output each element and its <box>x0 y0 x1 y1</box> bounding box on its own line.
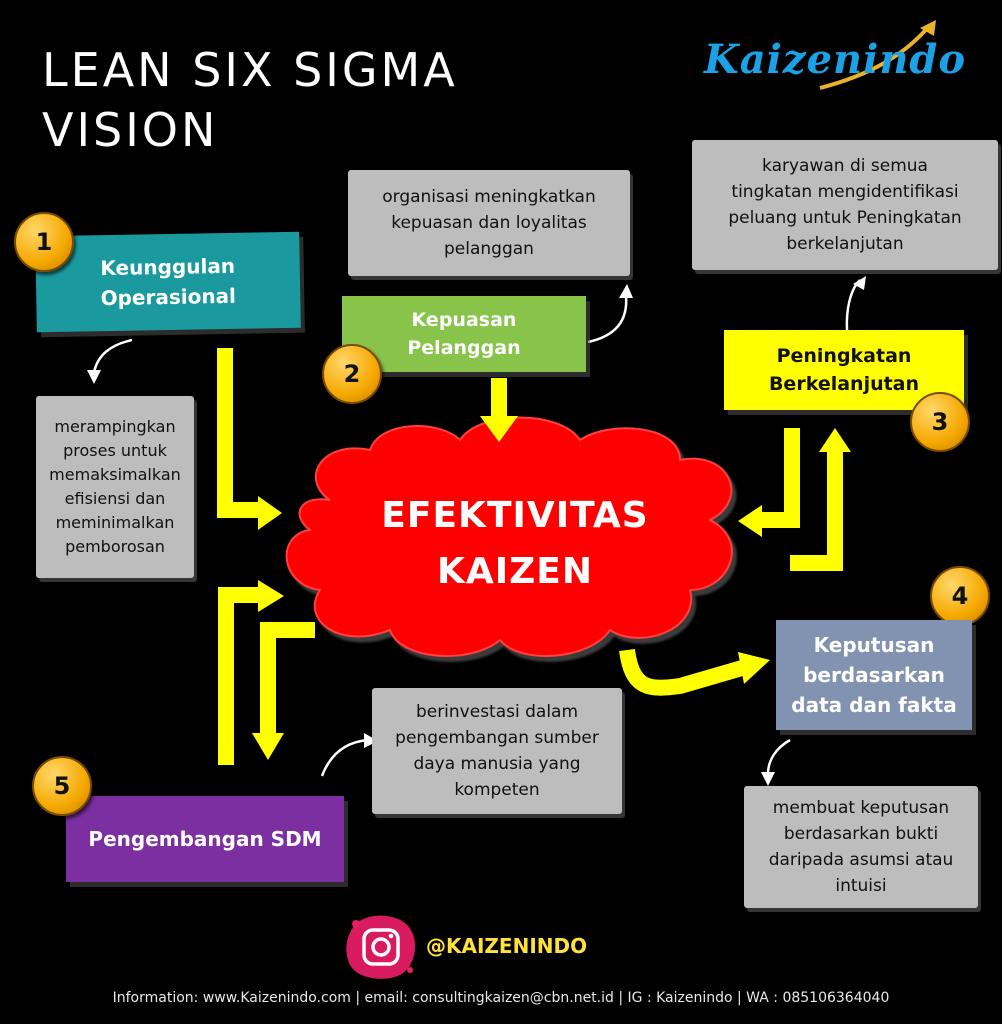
node-3-description: karyawan di semua tingkatan mengidentifi… <box>692 140 998 270</box>
arrow-1-head <box>258 496 282 530</box>
small-arrow-4 <box>766 738 791 775</box>
node-4-label-line-2: berdasarkan <box>803 663 945 687</box>
node-2-box: Kepuasan Pelanggan <box>342 296 586 372</box>
node-5-badge: 5 <box>32 756 92 816</box>
logo-text: Kaizenindo <box>704 36 967 83</box>
center-line-1: EFEKTIVITAS <box>381 495 649 536</box>
arrow-3-in-head <box>819 428 851 452</box>
arrow-5-up-head <box>258 580 284 612</box>
node-4-badge: 4 <box>930 566 990 626</box>
node-5-box: Pengembangan SDM <box>66 796 344 882</box>
arrow-3-out-head <box>738 505 762 537</box>
node-1-description: merampingkan proses untuk memaksimalkan … <box>36 396 194 578</box>
title-line-1: LEAN SIX SIGMA <box>42 43 458 97</box>
small-arrow-3 <box>845 279 861 331</box>
node-4-label-line-1: Keputusan <box>813 633 935 657</box>
node-3-label-line-1: Peningkatan <box>776 345 912 367</box>
node-5-description: berinvestasi dalam pengembangan sumber d… <box>372 688 622 814</box>
node-1-label-line-2: Operasional <box>100 283 237 311</box>
node-4-description: membuat keputusan berdasarkan bukti dari… <box>744 786 978 908</box>
arrow-3-out <box>760 428 800 528</box>
node-2-description: organisasi meningkatkan kepuasan dan loy… <box>348 170 630 276</box>
arrow-5-up <box>218 587 262 765</box>
node-5-label-line-1: Pengembangan SDM <box>88 827 322 851</box>
small-arrow-heads <box>87 276 866 786</box>
node-1-label-line-1: Keunggulan <box>100 253 236 281</box>
logo-swoosh <box>819 23 932 90</box>
arrow-2-shaft <box>491 378 507 418</box>
page-title: LEAN SIX SIGMA VISION <box>42 40 602 160</box>
arrow-3-in <box>790 450 843 571</box>
node-1-badge: 1 <box>14 212 74 272</box>
instagram-icon <box>346 915 416 979</box>
node-4-box: Keputusan berdasarkan data dan fakta <box>776 620 972 730</box>
small-arrow-5 <box>320 738 369 777</box>
arrow-5-down <box>260 622 315 735</box>
node-2-label-line-1: Kepuasan <box>411 309 517 331</box>
node-1-box: Keunggulan Operasional <box>35 231 301 333</box>
arrow-4-head <box>738 652 770 684</box>
node-2-label-line-2: Pelanggan <box>407 337 521 359</box>
small-arrow-1 <box>92 338 133 373</box>
center-line-2: KAIZEN <box>437 551 593 592</box>
node-3-badge: 3 <box>910 392 970 452</box>
arrow-4-shaft <box>619 648 745 696</box>
center-cloud <box>285 416 733 657</box>
logo-swoosh-head <box>920 20 936 36</box>
center-label: EFEKTIVITAS KAIZEN <box>330 488 700 608</box>
arrow-2-head <box>480 416 518 442</box>
node-2-badge: 2 <box>322 344 382 404</box>
instagram-handle: @KAIZENINDO <box>426 934 588 958</box>
arrow-5-down-head <box>252 733 284 760</box>
node-3-label-line-2: Berkelanjutan <box>768 373 920 395</box>
small-arrow-2 <box>587 295 628 344</box>
arrow-1-to-center <box>217 348 262 518</box>
node-4-label-line-3: data dan fakta <box>791 693 957 717</box>
footer-info: Information: www.Kaizenindo.com | email:… <box>112 990 890 1006</box>
title-line-2: VISION <box>42 103 219 157</box>
kaizenindo-logo: Kaizenindo <box>704 22 974 102</box>
